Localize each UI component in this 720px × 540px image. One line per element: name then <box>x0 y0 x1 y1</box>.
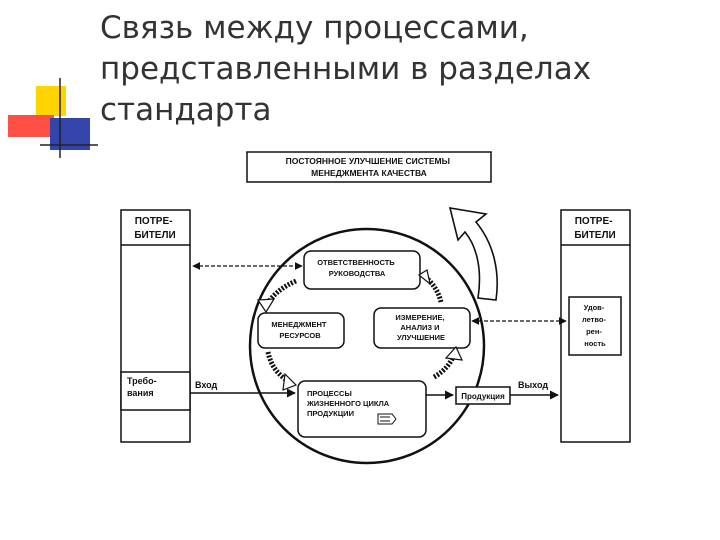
left-customers-header-line-1: ПОТРЕ- <box>135 216 173 227</box>
measurement-line-3: УЛУЧШЕНИЕ <box>397 333 445 342</box>
decor-yellow-square <box>36 86 66 116</box>
left-customers-column: ПОТРЕ- БИТЕЛИ Требо- вания <box>120 209 191 443</box>
left-customers-header-line-2: БИТЕЛИ <box>134 230 175 241</box>
continual-improvement-line-2: МЕНЕДЖМЕНТА КАЧЕСТВА <box>311 168 427 178</box>
svg-text:МЕНЕДЖМЕНТ РЕСУРСОВ: МЕНЕДЖМЕНТ РЕСУРСОВ <box>271 320 328 340</box>
product-realization-node: ПРОЦЕССЫ ЖИЗНЕННОГО ЦИКЛА ПРОДУКЦИИ <box>297 380 427 438</box>
process-cycle-circle <box>248 227 486 465</box>
satisfaction-line-4: ность <box>584 339 606 348</box>
right-customers-header-line-2: БИТЕЛИ <box>574 230 615 241</box>
product-processes-line-3: ПРОДУКЦИИ <box>307 409 354 418</box>
measurement-line-2: АНАЛИЗ И <box>400 323 439 332</box>
measurement-line-1: ИЗМЕРЕНИЕ, <box>395 313 444 322</box>
svg-text:ПРОЦЕССЫ ЖИЗНЕННОГО ЦИКЛ: ПРОЦЕССЫ ЖИЗНЕННОГО ЦИКЛА ПРОДУКЦИИ <box>306 389 391 418</box>
satisfaction-line-3: рен- <box>586 327 602 336</box>
process-flow-symbol <box>377 413 397 425</box>
responsibility-line-2: РУКОВОДСТВА <box>329 269 386 278</box>
continual-improvement-box: ПОСТОЯННОЕ УЛУЧШЕНИЕ СИСТЕМЫ МЕНЕДЖМЕНТА… <box>246 151 492 183</box>
management-responsibility-node: ОТВЕТСТВЕННОСТЬ РУКОВОДСТВА <box>303 250 421 290</box>
satisfaction-box <box>568 296 622 356</box>
input-label: Вход <box>195 380 218 390</box>
svg-text:ОТВЕТСТВЕННОСТЬ РУКОВОДС: ОТВЕТСТВЕННОСТЬ РУКОВОДСТВА <box>317 258 397 278</box>
svg-text:ПОСТОЯННОЕ УЛУЧШЕНИЕ СИСТЕМЫ: ПОСТОЯННОЕ УЛУЧШЕНИЕ СИСТЕМЫ МЕНЕДЖМЕНТА… <box>286 156 453 178</box>
svg-text:ПОТРЕ- БИТЕЛИ: ПОТРЕ- БИТЕЛИ <box>574 216 615 241</box>
requirements-line-2: вания <box>127 388 154 398</box>
product-processes-line-2: ЖИЗНЕННОГО ЦИКЛА <box>306 399 390 408</box>
satisfaction-line-1: Удов- <box>584 303 605 312</box>
svg-text:Требо- вания: Требо- вания <box>127 376 159 398</box>
svg-text:ПОТРЕ- БИТЕЛИ: ПОТРЕ- БИТЕЛИ <box>134 216 175 241</box>
output-label: Выход <box>518 380 548 390</box>
right-customers-header-line-1: ПОТРЕ- <box>575 216 613 227</box>
resources-line-1: МЕНЕДЖМЕНТ <box>271 320 326 329</box>
requirements-box <box>120 371 191 411</box>
svg-text:ИЗМЕРЕНИЕ, АНАЛИЗ И: ИЗМЕРЕНИЕ, АНАЛИЗ И УЛУЧШЕНИЕ <box>395 313 446 342</box>
product-box: Продукция <box>455 386 511 405</box>
requirements-line-1: Требо- <box>127 376 157 386</box>
resources-line-2: РЕСУРСОВ <box>279 331 321 340</box>
responsibility-line-1: ОТВЕТСТВЕННОСТЬ <box>317 258 395 267</box>
svg-text:Удов- летво- рен-: Удов- летво- рен- ность <box>582 303 608 348</box>
improvement-upward-arrow <box>448 207 498 301</box>
measurement-analysis-node: ИЗМЕРЕНИЕ, АНАЛИЗ И УЛУЧШЕНИЕ <box>373 307 471 349</box>
right-customers-column: ПОТРЕ- БИТЕЛИ Удов- летво- рен- ность <box>560 209 631 443</box>
slide-decoration <box>8 78 98 158</box>
product-label: Продукция <box>461 392 505 401</box>
satisfaction-line-2: летво- <box>582 315 607 324</box>
product-processes-line-1: ПРОЦЕССЫ <box>307 389 352 398</box>
resource-management-node: МЕНЕДЖМЕНТ РЕСУРСОВ <box>257 312 345 349</box>
continual-improvement-line-1: ПОСТОЯННОЕ УЛУЧШЕНИЕ СИСТЕМЫ <box>286 156 450 166</box>
slide-title: Связь между процессами, представленными … <box>100 10 592 128</box>
decor-red-bar <box>8 115 54 137</box>
